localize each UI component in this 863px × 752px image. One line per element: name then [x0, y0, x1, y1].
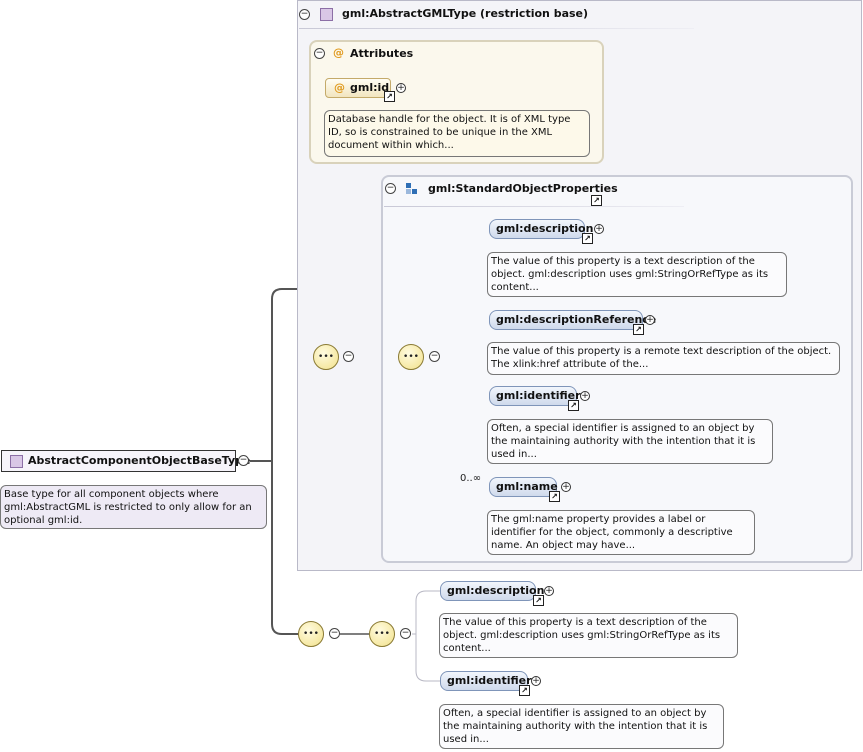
- root-collapse-toggle[interactable]: −: [238, 455, 249, 466]
- reference-arrow-icon: ↗: [533, 595, 544, 606]
- element-gml-identifier[interactable]: gml:identifier: [440, 671, 532, 691]
- group-icon: [406, 183, 418, 195]
- element-description: The value of this property is a remote t…: [487, 342, 840, 375]
- sequence-collapse-toggle[interactable]: −: [400, 628, 411, 639]
- element-gml-name[interactable]: gml:name: [489, 477, 558, 497]
- sequence-compositor[interactable]: •••: [298, 621, 324, 647]
- element-description: Often, a special identifier is assigned …: [439, 704, 724, 749]
- reference-arrow-icon: ↗: [568, 400, 579, 411]
- element-gml-description[interactable]: gml:description: [440, 581, 544, 601]
- expand-toggle[interactable]: +: [531, 676, 541, 686]
- expand-toggle[interactable]: +: [544, 586, 554, 596]
- header-divider: [384, 206, 684, 207]
- reference-arrow-icon: ↗: [384, 91, 395, 102]
- element-description: The gml:name property provides a label o…: [487, 510, 755, 555]
- expand-toggle[interactable]: +: [561, 482, 571, 492]
- expand-toggle[interactable]: +: [580, 391, 590, 401]
- sequence-compositor[interactable]: •••: [398, 344, 424, 370]
- reference-arrow-icon: ↗: [633, 324, 644, 335]
- attribute-icon: @: [334, 81, 345, 94]
- element-description: The value of this property is a text des…: [439, 613, 738, 658]
- attribute-name: gml:id: [350, 81, 390, 94]
- cardinality-label: 0..∞: [460, 473, 482, 484]
- group-panel-title: gml:StandardObjectProperties: [428, 182, 618, 195]
- reference-arrow-icon: ↗: [582, 233, 593, 244]
- attributes-collapse-toggle[interactable]: −: [314, 48, 325, 59]
- element-gml-identifier[interactable]: gml:identifier: [489, 386, 581, 406]
- sequence-compositor[interactable]: •••: [313, 344, 339, 370]
- element-gml-description-reference[interactable]: gml:descriptionReference: [489, 310, 656, 330]
- attributes-panel-title: Attributes: [350, 47, 414, 60]
- complex-type-icon: [10, 455, 23, 468]
- element-gml-description[interactable]: gml:description: [489, 219, 593, 239]
- attribute-gml-id-node[interactable]: @ gml:id: [325, 78, 391, 98]
- root-type-node[interactable]: AbstractComponentObjectBaseType: [1, 450, 250, 472]
- header-divider: [299, 28, 694, 29]
- element-description: Often, a special identifier is assigned …: [487, 419, 773, 464]
- reference-arrow-icon: ↗: [519, 685, 530, 696]
- sequence-compositor[interactable]: •••: [369, 621, 395, 647]
- sequence-collapse-toggle[interactable]: −: [329, 628, 340, 639]
- root-description: Base type for all component objects wher…: [0, 485, 267, 529]
- complex-type-icon: [320, 8, 333, 21]
- expand-toggle[interactable]: +: [645, 315, 655, 325]
- restriction-panel-title: gml:AbstractGMLType (restriction base): [342, 7, 589, 20]
- reference-arrow-icon: ↗: [591, 195, 602, 206]
- reference-arrow-icon: ↗: [549, 491, 560, 502]
- root-type-name: AbstractComponentObjectBaseType: [28, 454, 251, 467]
- attribute-description: Database handle for the object. It is of…: [324, 110, 590, 157]
- restriction-collapse-toggle[interactable]: −: [299, 9, 310, 20]
- expand-toggle[interactable]: +: [594, 224, 604, 234]
- sequence-collapse-toggle[interactable]: −: [429, 351, 440, 362]
- attribute-icon: @: [333, 46, 344, 59]
- element-description: The value of this property is a text des…: [487, 252, 787, 297]
- expand-toggle[interactable]: +: [396, 83, 406, 93]
- group-collapse-toggle[interactable]: −: [385, 183, 396, 194]
- sequence-collapse-toggle[interactable]: −: [343, 351, 354, 362]
